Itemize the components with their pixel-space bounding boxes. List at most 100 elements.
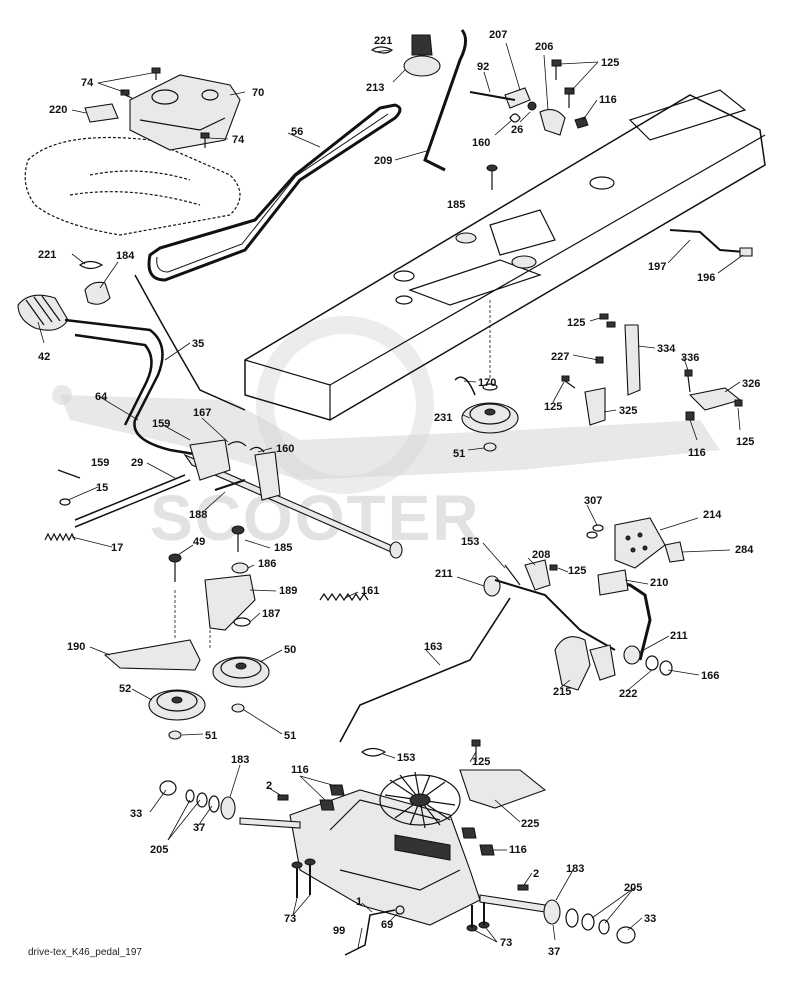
label-125: 125 — [736, 436, 754, 448]
label-307: 307 — [584, 495, 602, 507]
label-15: 15 — [96, 482, 108, 494]
label-37: 37 — [193, 822, 205, 834]
label-213: 213 — [366, 82, 384, 94]
bracket-326 — [684, 369, 743, 421]
bracket-325 — [561, 375, 606, 426]
label-26: 26 — [511, 124, 523, 136]
label-37: 37 — [548, 946, 560, 958]
label-29: 29 — [131, 457, 143, 469]
rod-163 — [339, 597, 511, 743]
label-125: 125 — [567, 317, 585, 329]
pedal-215 — [554, 636, 616, 691]
label-209: 209 — [374, 155, 392, 167]
label-2: 2 — [266, 780, 272, 792]
label-116: 116 — [509, 844, 527, 856]
label-56: 56 — [291, 126, 303, 138]
label-116: 116 — [599, 94, 617, 106]
label-153: 153 — [461, 536, 479, 548]
label-160: 160 — [276, 443, 294, 455]
label-221: 221 — [38, 249, 56, 261]
fuel-tank-cover — [129, 74, 241, 151]
label-231: 231 — [434, 412, 452, 424]
label-49: 49 — [193, 536, 205, 548]
spring-161 — [319, 592, 369, 602]
drive-belt-56 — [147, 103, 402, 282]
knob-213 — [370, 34, 441, 77]
label-197: 197 — [648, 261, 666, 273]
label-183: 183 — [231, 754, 249, 766]
decal-220 — [84, 103, 119, 123]
label-336: 336 — [681, 352, 699, 364]
label-52: 52 — [119, 683, 131, 695]
label-183: 183 — [566, 863, 584, 875]
spring-17 — [44, 532, 76, 542]
label-211: 211 — [435, 568, 453, 580]
label-214: 214 — [703, 509, 722, 521]
label-1: 1 — [356, 896, 362, 908]
label-64: 64 — [95, 391, 108, 403]
label-2: 2 — [533, 868, 539, 880]
grip-42 — [17, 294, 69, 331]
label-51: 51 — [284, 730, 296, 742]
label-116: 116 — [291, 764, 309, 776]
label-51: 51 — [205, 730, 217, 742]
label-188: 188 — [189, 509, 207, 521]
rod-209 — [423, 29, 467, 172]
label-211: 211 — [670, 630, 688, 642]
label-125: 125 — [472, 756, 490, 768]
label-187: 187 — [262, 608, 280, 620]
label-163: 163 — [424, 641, 442, 653]
label-334: 334 — [657, 343, 676, 355]
label-221: 221 — [374, 35, 392, 47]
label-225: 225 — [521, 818, 539, 830]
bracket-225 — [459, 739, 547, 809]
rod-35 — [134, 274, 246, 411]
washer-15 — [59, 498, 71, 506]
idler-arm-189 — [168, 525, 256, 631]
label-210: 210 — [650, 577, 668, 589]
diagram-caption: drive-tex_K46_pedal_197 — [28, 947, 142, 958]
label-42: 42 — [38, 351, 50, 363]
label-185: 185 — [447, 199, 465, 211]
rod-197 — [669, 229, 753, 257]
clip-284 — [664, 541, 685, 563]
label-73: 73 — [500, 937, 512, 949]
knob-184 — [84, 281, 111, 305]
part-labels: 221 213 74 70 220 74 56 209 207 92 206 1… — [38, 29, 760, 958]
nuts-116-bottom — [319, 784, 495, 856]
label-159: 159 — [152, 418, 170, 430]
label-69: 69 — [381, 919, 393, 931]
shaft-188 — [183, 453, 403, 559]
label-205: 205 — [150, 844, 168, 856]
label-206: 206 — [535, 41, 553, 53]
label-70: 70 — [252, 87, 264, 99]
label-99: 99 — [333, 925, 345, 937]
chassis-frame — [244, 89, 766, 421]
pulley-52 — [148, 689, 206, 740]
label-227: 227 — [551, 351, 569, 363]
label-17: 17 — [111, 542, 123, 554]
label-196: 196 — [697, 272, 715, 284]
label-186: 186 — [258, 558, 276, 570]
label-190: 190 — [67, 641, 85, 653]
label-189: 189 — [279, 585, 297, 597]
label-116: 116 — [688, 447, 706, 459]
label-125: 125 — [544, 401, 562, 413]
clip-153-bottom — [360, 747, 387, 757]
label-220: 220 — [49, 104, 67, 116]
label-92: 92 — [477, 61, 489, 73]
label-185: 185 — [274, 542, 292, 554]
spring-170 — [454, 376, 476, 396]
label-125: 125 — [601, 57, 619, 69]
label-166: 166 — [701, 670, 719, 682]
label-184: 184 — [116, 250, 135, 262]
label-153: 153 — [397, 752, 415, 764]
pin-159 — [57, 469, 81, 479]
bracket-207 — [469, 59, 589, 136]
label-161: 161 — [361, 585, 379, 597]
label-73: 73 — [284, 913, 296, 925]
bolt-185-top — [486, 164, 498, 190]
pulley-50 — [212, 656, 270, 713]
leader-lines — [37, 42, 744, 949]
clip-221-left — [78, 260, 104, 270]
